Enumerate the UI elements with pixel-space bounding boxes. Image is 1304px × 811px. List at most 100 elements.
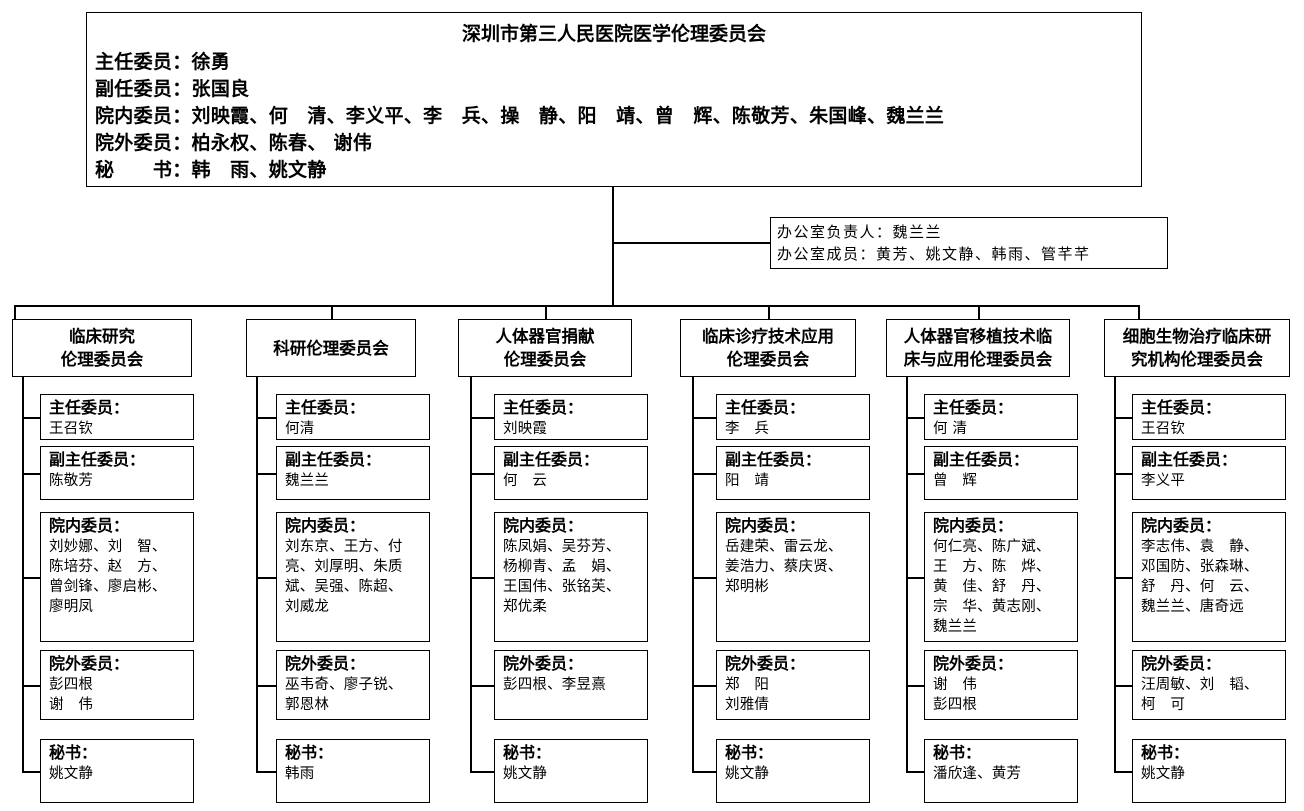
branch-bar — [14, 305, 1140, 307]
main-row-internal-members: 院内委员：刘映霞、何 清、李义平、李 兵、操 静、阳 靖、曾 辉、陈敬芳、朱国峰… — [95, 101, 944, 128]
section-label: 主任委员： — [1141, 398, 1222, 417]
section-connector — [256, 473, 276, 475]
member-section: 院内委员： 陈凤娟、吴芬芳、 杨柳青、孟 娟、 王国伟、张铭芙、 郑优柔 — [494, 512, 648, 642]
section-members: 郑 阳 刘雅倩 — [725, 677, 770, 713]
section-connector — [470, 473, 494, 475]
section-connector — [1114, 685, 1132, 687]
section-label: 秘书： — [49, 743, 98, 762]
section-members: 何仁亮、陈广斌、 王 方、陈 烨、 黄 佳、舒 丹、 宗 华、黄志刚、 魏兰兰 — [933, 539, 1051, 635]
section-label: 院外委员： — [503, 654, 584, 673]
member-section: 秘书：潘欣逢、黄芳 — [924, 739, 1078, 803]
member-section: 主任委员：李 兵 — [716, 394, 870, 440]
section-label: 院外委员： — [285, 654, 366, 673]
section-members: 刘映霞 — [503, 421, 548, 437]
section-connector — [692, 473, 716, 475]
branch-drop-line — [331, 305, 333, 319]
row-value: 韩 雨、姚文静 — [191, 159, 327, 181]
member-section: 院外委员： 巫韦奇、廖子锐、 郭恩林 — [276, 650, 430, 720]
section-label: 院外委员： — [725, 654, 806, 673]
committee-spine-line — [692, 377, 694, 771]
branch-drop-line — [978, 305, 980, 319]
row-label: 秘 书： — [95, 159, 192, 181]
main-committee-box: 深圳市第三人民医院医学伦理委员会 主任委员：徐勇 副任委员：张国良 院内委员：刘… — [86, 12, 1142, 187]
section-members: 巫韦奇、廖子锐、 郭恩林 — [285, 677, 403, 713]
section-connector — [22, 771, 40, 773]
section-connector — [906, 771, 924, 773]
section-members: 李志伟、袁 静、 邓国防、张森琳、 舒 丹、何 云、 魏兰兰、唐奇远 — [1141, 539, 1259, 615]
member-section: 副主任委员：阳 靖 — [716, 446, 870, 500]
committee-spine-line — [1114, 377, 1116, 771]
committee-spine-line — [256, 377, 258, 771]
committee-name: 人体器官捐献 伦理委员会 — [495, 327, 595, 369]
member-section: 主任委员：王召钦 — [1132, 394, 1286, 440]
committee-name: 细胞生物治疗临床研 究机构伦理委员会 — [1122, 327, 1272, 369]
row-value: 柏永权、陈春、 谢伟 — [191, 132, 373, 154]
committee-header: 临床诊疗技术应用 伦理委员会 — [680, 319, 856, 377]
section-label: 副主任委员： — [503, 450, 600, 469]
section-members: 刘东京、王方、付 亮、刘厚明、朱质 斌、吴强、陈超、 刘威龙 — [285, 539, 403, 615]
branch-drop-line — [545, 305, 547, 319]
branch-drop-line — [768, 305, 770, 319]
section-label: 院内委员： — [725, 516, 806, 535]
section-members: 岳建荣、雷云龙、 姜浩力、蔡庆贤、 郑明彬 — [725, 539, 843, 595]
section-connector — [906, 417, 924, 419]
section-members: 彭四根 谢 伟 — [49, 677, 94, 713]
section-members: 何 清 — [933, 421, 968, 437]
section-members: 汪周敏、刘 韬、 柯 可 — [1141, 677, 1259, 713]
member-section: 副主任委员：陈敬芳 — [40, 446, 194, 500]
row-label: 副任委员： — [95, 78, 192, 100]
section-label: 院外委员： — [49, 654, 130, 673]
section-connector — [470, 771, 494, 773]
section-members: 姚文静 — [725, 766, 770, 782]
member-section: 院外委员：谢 伟 彭四根 — [924, 650, 1078, 720]
committee-spine-line — [22, 377, 24, 771]
section-connector — [906, 473, 924, 475]
section-members: 彭四根、李昱熹 — [503, 677, 606, 693]
committee-header: 人体器官捐献 伦理委员会 — [458, 319, 632, 377]
section-connector — [256, 685, 276, 687]
section-connector — [692, 417, 716, 419]
row-value: 张国良 — [191, 78, 250, 100]
section-connector — [906, 577, 924, 579]
section-label: 秘书： — [933, 743, 982, 762]
section-label: 主任委员： — [933, 398, 1014, 417]
section-label: 院外委员： — [1141, 654, 1222, 673]
section-connector — [1114, 577, 1132, 579]
section-members: 陈凤娟、吴芬芳、 杨柳青、孟 娟、 王国伟、张铭芙、 郑优柔 — [503, 539, 621, 615]
section-connector — [22, 685, 40, 687]
section-members: 谢 伟 彭四根 — [933, 677, 978, 713]
section-label: 主任委员： — [285, 398, 366, 417]
section-connector — [906, 685, 924, 687]
member-section: 秘书：韩雨 — [276, 739, 430, 803]
office-members: 办公室成员：黄芳、姚文静、韩雨、管芊芊 — [777, 245, 1091, 263]
section-label: 院内委员： — [503, 516, 584, 535]
section-members: 韩雨 — [285, 766, 315, 782]
office-connector — [612, 242, 770, 244]
member-section: 院内委员：刘妙娜、刘 智、 陈培芬、赵 方、 曾剑锋、廖启彬、 廖明凤 — [40, 512, 194, 642]
committee-name: 临床诊疗技术应用 伦理委员会 — [702, 327, 834, 369]
committee-name: 人体器官移植技术临 床与应用伦理委员会 — [903, 327, 1053, 369]
member-section: 院内委员：刘东京、王方、付 亮、刘厚明、朱质 斌、吴强、陈超、 刘威龙 — [276, 512, 430, 642]
main-row-external-members: 院外委员：柏永权、陈春、 谢伟 — [95, 128, 372, 155]
section-members: 姚文静 — [49, 766, 94, 782]
section-connector — [470, 577, 494, 579]
main-row-vice-chair: 副任委员：张国良 — [95, 74, 249, 101]
section-connector — [692, 771, 716, 773]
section-connector — [470, 685, 494, 687]
committee-name: 临床研究 伦理委员会 — [60, 327, 144, 369]
member-section: 副主任委员：曾 辉 — [924, 446, 1078, 500]
member-section: 院外委员： 郑 阳 刘雅倩 — [716, 650, 870, 720]
member-section: 院内委员：李志伟、袁 静、 邓国防、张森琳、 舒 丹、何 云、 魏兰兰、唐奇远 — [1132, 512, 1286, 642]
section-label: 副主任委员： — [933, 450, 1030, 469]
section-members: 阳 靖 — [725, 473, 770, 489]
member-section: 院外委员： 彭四根、李昱熹 — [494, 650, 648, 720]
row-value: 徐勇 — [191, 51, 231, 73]
row-value: 刘映霞、何 清、李义平、李 兵、操 静、阳 靖、曾 辉、陈敬芳、朱国峰、魏兰兰 — [191, 105, 945, 127]
office-head: 办公室负责人：魏兰兰 — [777, 223, 943, 241]
section-members: 姚文静 — [503, 766, 548, 782]
section-connector — [1114, 771, 1132, 773]
member-section: 副主任委员：魏兰兰 — [276, 446, 430, 500]
section-members: 何清 — [285, 421, 315, 437]
section-members: 李 兵 — [725, 421, 770, 437]
section-connector — [22, 577, 40, 579]
